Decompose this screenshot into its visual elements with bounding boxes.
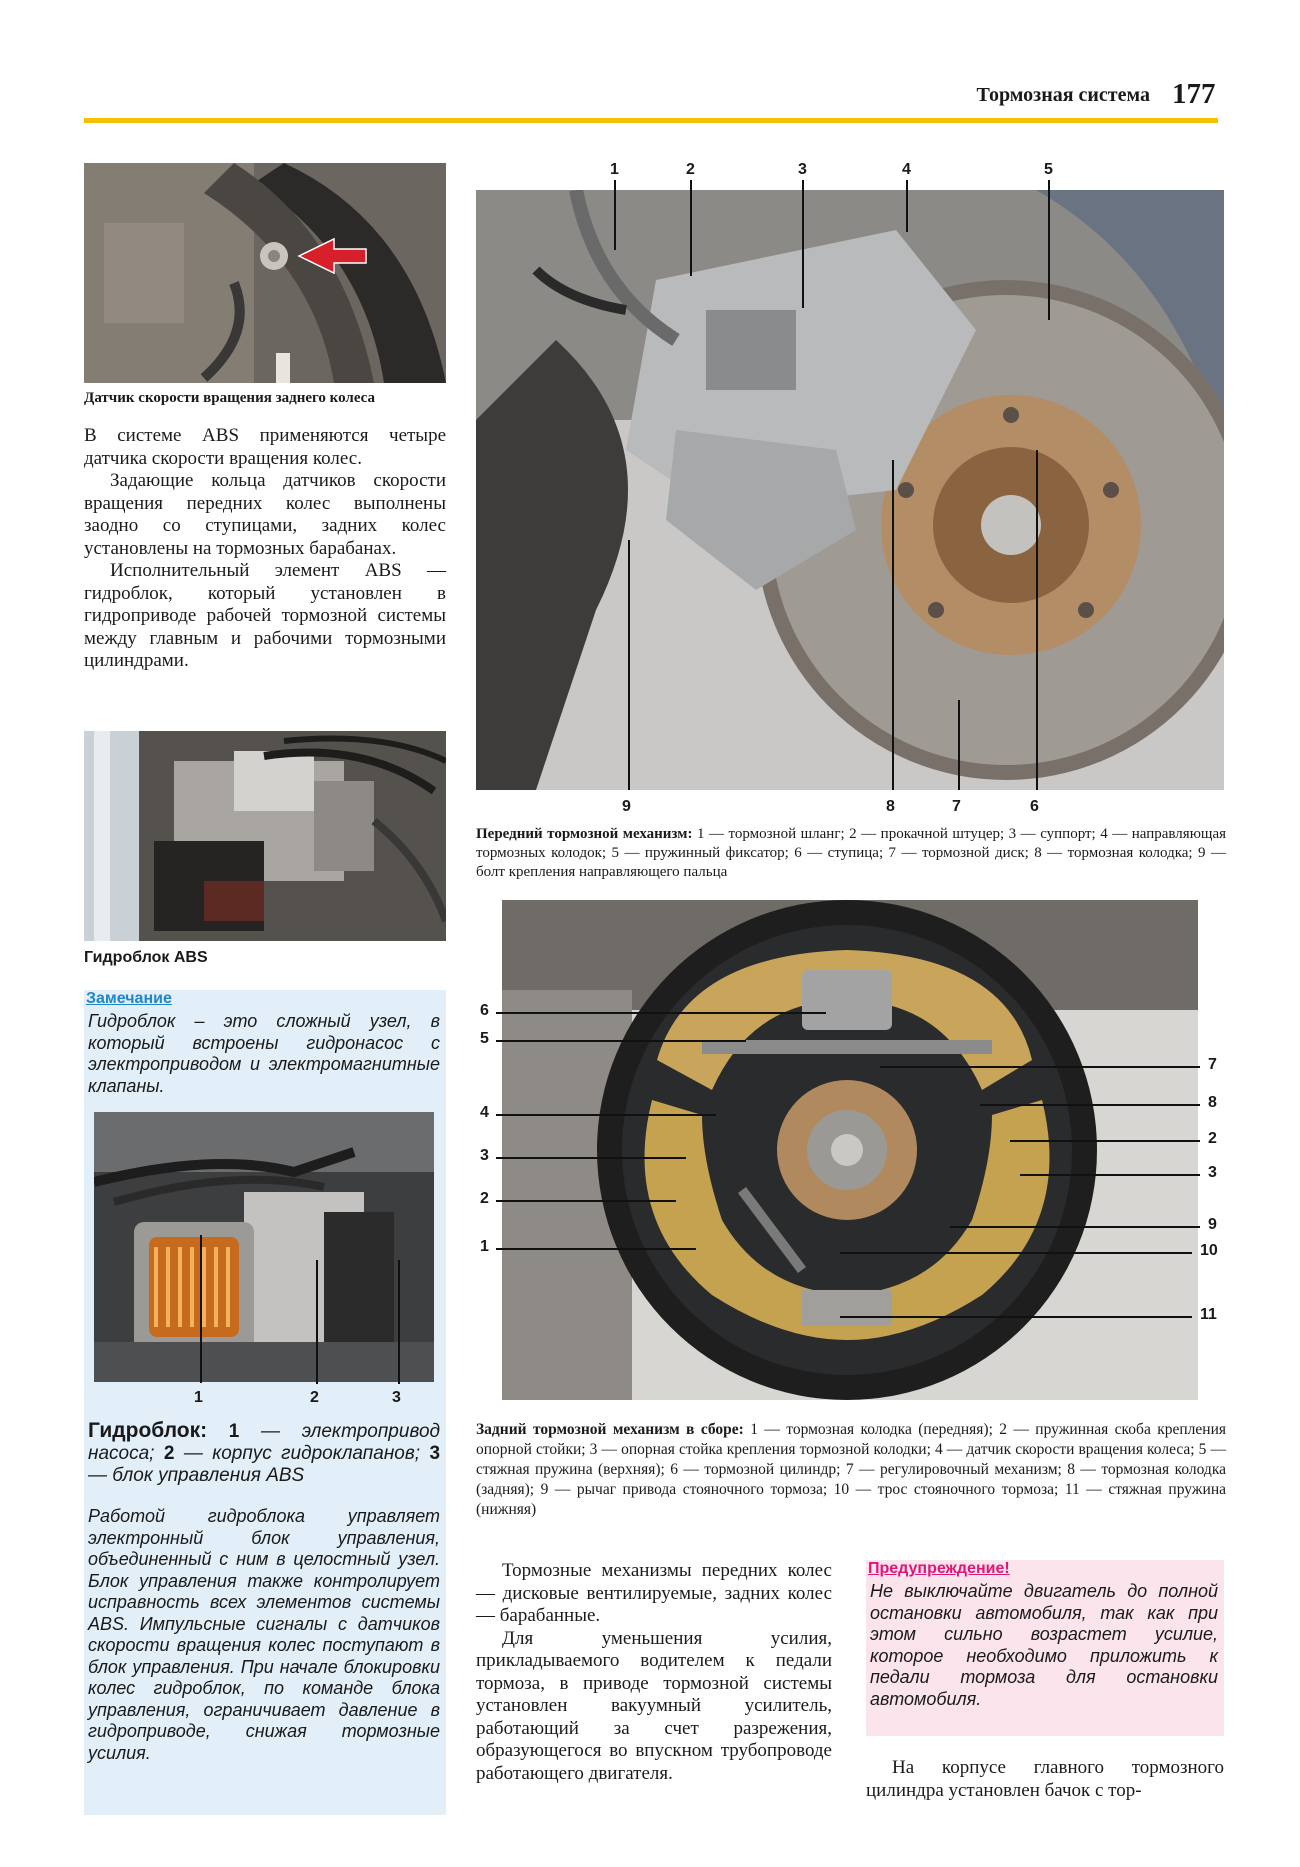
- rear-right-label-11: 11: [1200, 1306, 1217, 1323]
- photo3-label-1: 1: [194, 1389, 203, 1406]
- photo1-caption: Датчик скорости вращения заднего колеса: [84, 390, 376, 406]
- front-label-6: 6: [1030, 798, 1039, 815]
- front-label-2: 2: [686, 161, 695, 178]
- photo-abs-hydraulic-unit: [94, 1112, 434, 1382]
- rear-caption-text: 1 — тормозная колодка (передняя); 2 — пр…: [476, 1421, 1226, 1518]
- warning-heading: Предупреждение!: [868, 1560, 1010, 1577]
- front-brake-caption: Передний тормозной механизм: 1 — тормозн…: [476, 825, 1226, 882]
- middle-para-1: Тормозные механизмы передних колес — дис…: [476, 1560, 832, 1626]
- front-caption-title: Передний тормозной механизм:: [476, 826, 693, 842]
- photo-rear-wheel-speed-sensor: [84, 163, 446, 383]
- front-caption-text: 1 — тормозной шланг; 2 — прокачной штуце…: [476, 826, 1227, 880]
- front-label-5: 5: [1044, 161, 1053, 178]
- rear-caption-title: Задний тормозной механизм в сборе:: [476, 1421, 744, 1438]
- rear-right-label-9: 9: [1208, 1216, 1217, 1233]
- note-heading: Замечание: [86, 990, 172, 1007]
- rear-right-label-10: 10: [1200, 1242, 1218, 1259]
- left-para-3: Исполнительный элемент ABS — гидроблок, …: [84, 560, 446, 671]
- photo3-caption: Гидроблок: 1 — электропривод насоса; 2 —…: [88, 1420, 440, 1487]
- photo3-label-2: 2: [310, 1389, 319, 1406]
- header-rule: [84, 118, 1218, 123]
- front-label-3: 3: [798, 161, 807, 178]
- photo-rear-brake: [502, 900, 1198, 1400]
- rear-right-label-2: 2: [1208, 1130, 1217, 1147]
- bottom-middle-text: Тормозные механизмы передних колес — дис…: [476, 1560, 832, 1785]
- note-text: Гидроблок – это сложный узел, в который …: [88, 1011, 440, 1096]
- photo3-item-3-num: 3: [429, 1443, 441, 1464]
- photo3-item-1-num: 1: [228, 1421, 240, 1442]
- front-label-4: 4: [902, 161, 911, 178]
- rear-left-label-6: 6: [480, 1002, 489, 1019]
- rear-left-label-1: 1: [480, 1238, 489, 1255]
- page-number: 177: [1172, 78, 1216, 110]
- rear-left-label-5: 5: [480, 1030, 489, 1047]
- rear-right-label-7: 7: [1208, 1056, 1217, 1073]
- rear-brake-caption: Задний тормозной механизм в сборе: 1 — т…: [476, 1420, 1226, 1520]
- photo3-item-2-num: 2: [163, 1443, 175, 1464]
- photo3-item-2-text: — корпус гидроклапанов;: [183, 1443, 421, 1464]
- left-para-1: В системе ABS применяются четыре датчика…: [84, 425, 446, 469]
- running-header-title: Тормозная система: [976, 84, 1150, 106]
- rear-right-label-3: 3: [1208, 1164, 1217, 1181]
- right-para: На корпусе главного тормозного цилиндра …: [866, 1757, 1224, 1801]
- rear-right-label-8: 8: [1208, 1094, 1217, 1111]
- rear-left-label-4: 4: [480, 1104, 489, 1121]
- front-label-7: 7: [952, 798, 961, 815]
- photo3-caption-title: Гидроблок:: [88, 1419, 208, 1442]
- front-label-8: 8: [886, 798, 895, 815]
- photo3-label-3: 3: [392, 1389, 401, 1406]
- photo3-item-3-text: — блок управления ABS: [88, 1465, 305, 1486]
- front-label-1: 1: [610, 161, 619, 178]
- warning-box: [866, 1560, 1224, 1736]
- middle-para-2: Для уменьшения усилия, прикладываемого в…: [476, 1627, 832, 1784]
- photo-abs-unit-in-car: [84, 731, 446, 941]
- bottom-right-text: На корпусе главного тормозного цилиндра …: [866, 1757, 1224, 1802]
- photo-front-brake: [476, 190, 1224, 790]
- rear-left-label-2: 2: [480, 1190, 489, 1207]
- left-para-2: Задающие кольца датчиков скорости вращен…: [84, 470, 446, 559]
- photo2-caption: Гидроблок ABS: [84, 949, 208, 966]
- rear-left-label-3: 3: [480, 1147, 489, 1164]
- photo3-item-1-text: — электропривод насоса;: [88, 1421, 441, 1464]
- warning-text: Не выключайте двигатель до полной остано…: [870, 1581, 1218, 1709]
- front-label-9: 9: [622, 798, 631, 815]
- note-text-2: Работой гидроблока управляет электронный…: [88, 1506, 440, 1763]
- left-body-text: В системе ABS применяются четыре датчика…: [84, 425, 446, 673]
